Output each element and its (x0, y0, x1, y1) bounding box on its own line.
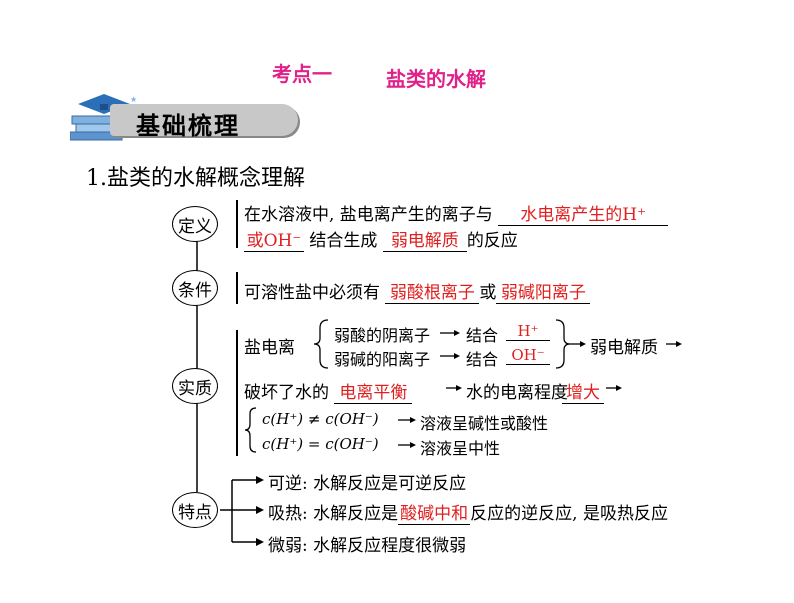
weak-acid-anion: 弱酸的阴离子 (334, 326, 431, 345)
definition-answer-oh: 或OH⁻ (244, 226, 304, 252)
banner-label: 基础梳理 (136, 112, 240, 140)
condition-bracket (236, 272, 238, 304)
break-line: 破坏了水的 电离平衡 (244, 378, 413, 404)
feature-weak: 微弱: 水解反应程度很微弱 (268, 536, 467, 556)
essence-bracket (236, 330, 238, 456)
exam-point-label: 考点一 (272, 62, 332, 86)
condition-answer-base: 弱碱阳离子 (496, 278, 591, 304)
topic-title: 盐类的水解 (386, 67, 486, 91)
definition-text: 在水溶液中, 盐电离产生的离子与 (244, 205, 493, 225)
condition-line: 可溶性盐中必须有 弱酸根离子或弱碱阳离子 (244, 278, 591, 304)
essence-node: 实质 (172, 368, 218, 404)
book-stack-icon: ★ (70, 94, 137, 141)
endo-suffix: 反应的逆反应, 是吸热反应 (470, 504, 668, 524)
features-node: 特点 (172, 492, 218, 528)
neq-relation: c(H⁺) ≠ c(OH⁻) (262, 410, 379, 428)
condition-node: 条件 (172, 270, 218, 306)
combine-label-2: 结合 (466, 350, 499, 369)
svg-text:★: ★ (130, 95, 137, 104)
degree-answer: 增大 (562, 378, 604, 404)
endo-prefix: 吸热: 水解反应是 (268, 504, 399, 524)
definition-bracket (236, 200, 238, 248)
feature-reversible: 可逆: 水解反应是可逆反应 (268, 474, 467, 494)
weak-base-cation: 弱碱的阳离子 (334, 350, 431, 369)
definition-end: 的反应 (466, 231, 518, 251)
definition-line1: 在水溶液中, 盐电离产生的离子与 水电离产生的H⁺ (244, 200, 669, 226)
salt-ionize-label: 盐电离 (244, 338, 295, 358)
banner: ★ 基础梳理 (70, 92, 300, 142)
break-answer: 电离平衡 (334, 378, 413, 404)
break-prefix: 破坏了水的 (244, 383, 329, 403)
endo-answer: 酸碱中和 (398, 499, 471, 525)
definition-mid: 结合生成 (309, 231, 378, 251)
definition-answer-electrolyte: 弱电解质 (382, 226, 467, 252)
definition-line2: 或OH⁻ 结合生成 弱电解质的反应 (244, 226, 518, 252)
condition-answer-acid: 弱酸根离子 (385, 278, 480, 304)
ionization-degree: 水的电离程度 (466, 383, 568, 403)
eq-result: 溶液呈中性 (420, 439, 501, 458)
essence-result: 弱电解质 (590, 338, 658, 358)
definition-answer-h: 水电离产生的H⁺ (498, 200, 669, 226)
condition-text: 可溶性盐中必须有 (244, 283, 380, 303)
combine-answer-h: H⁺ (506, 322, 550, 341)
definition-node: 定义 (172, 206, 218, 242)
neq-result: 溶液呈碱性或酸性 (420, 414, 549, 433)
condition-or: 或 (479, 283, 497, 303)
feature-endothermic: 吸热: 水解反应是酸碱中和反应的逆反应, 是吸热反应 (268, 499, 668, 525)
eq-relation: c(H⁺) = c(OH⁻) (262, 435, 379, 453)
combine-answer-oh: OH⁻ (506, 346, 550, 365)
section-heading: 1.盐类的水解概念理解 (86, 166, 305, 191)
combine-label-1: 结合 (466, 326, 499, 345)
